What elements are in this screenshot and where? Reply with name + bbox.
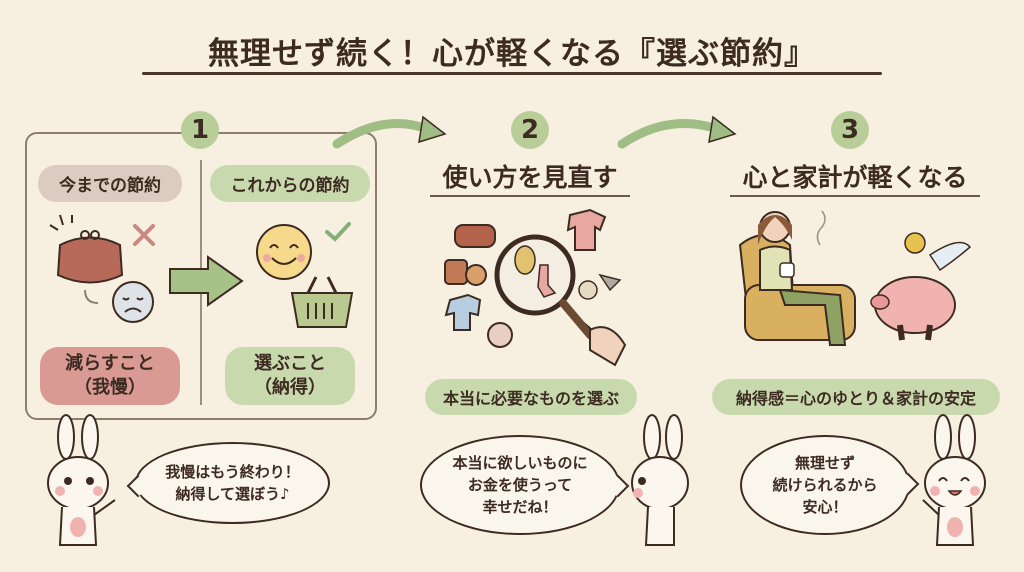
before-result-line2: （我慢） [74, 377, 146, 398]
step2-badge: 2 [511, 111, 549, 149]
before-result: 減らすこと （我慢） [40, 347, 180, 405]
bubble1-line1: 我慢はもう終わり！ [165, 463, 300, 481]
step1-badge: 1 [181, 111, 219, 149]
step2-heading: 使い方を見直す [442, 163, 618, 192]
after-result-line2: （納得） [254, 377, 326, 398]
cross-icon [133, 224, 155, 246]
speech-bubble-1: 我慢はもう終わり！ 納得して選ぼう♪ [135, 442, 330, 524]
speech-bubble-3: 無理せず 続けられるから 安心！ [740, 435, 910, 535]
bubble3-line3: 安心！ [802, 498, 848, 516]
bubble3-line1: 無理せず [794, 454, 855, 472]
step3-caption: 納得感＝心のゆとり＆家計の安定 [712, 379, 1000, 415]
step3-badge: 3 [831, 111, 869, 149]
after-result-line1: 選ぶこと [254, 353, 326, 374]
step2-heading-underline [430, 195, 630, 197]
transition-arrow-icon [169, 255, 244, 307]
bubble1-line2: 納得して選ぼう♪ [175, 485, 290, 503]
smile-face-icon [256, 224, 312, 280]
bubble2-line3: 幸せだね！ [482, 498, 558, 516]
bubble2-line2: お金を使うって [467, 476, 573, 494]
curved-arrow-icon-2 [617, 115, 737, 149]
before-result-line1: 減らすこと [65, 353, 155, 374]
speech-bubble-2: 本当に欲しいものに お金を使うって 幸せだね！ [420, 435, 620, 535]
rabbit-mascot-3 [922, 414, 986, 546]
step3-heading: 心と家計が軽くなる [742, 163, 968, 192]
step3-heading-underline [730, 195, 980, 197]
bubble2-line1: 本当に欲しいものに [452, 454, 588, 472]
sad-face-icon [112, 281, 154, 323]
page-title: 無理せず続く！心が軽くなる『選ぶ節約』 [208, 36, 816, 72]
check-icon [325, 222, 351, 242]
before-label: 今までの節約 [38, 165, 182, 202]
magnifier-items-illustration [444, 208, 627, 367]
purse-icon [49, 214, 124, 304]
title-underline [142, 72, 882, 75]
relaxing-woman-illustration [738, 210, 972, 346]
basket-icon [290, 276, 354, 328]
curved-arrow-icon-1 [332, 115, 447, 149]
after-result: 選ぶこと （納得） [225, 347, 355, 405]
rabbit-mascot-2 [631, 414, 689, 546]
bubble3-line2: 続けられるから [772, 476, 878, 494]
step2-caption: 本当に必要なものを選ぶ [425, 379, 637, 415]
after-label: これからの節約 [210, 165, 370, 202]
rabbit-mascot-1 [47, 414, 116, 546]
